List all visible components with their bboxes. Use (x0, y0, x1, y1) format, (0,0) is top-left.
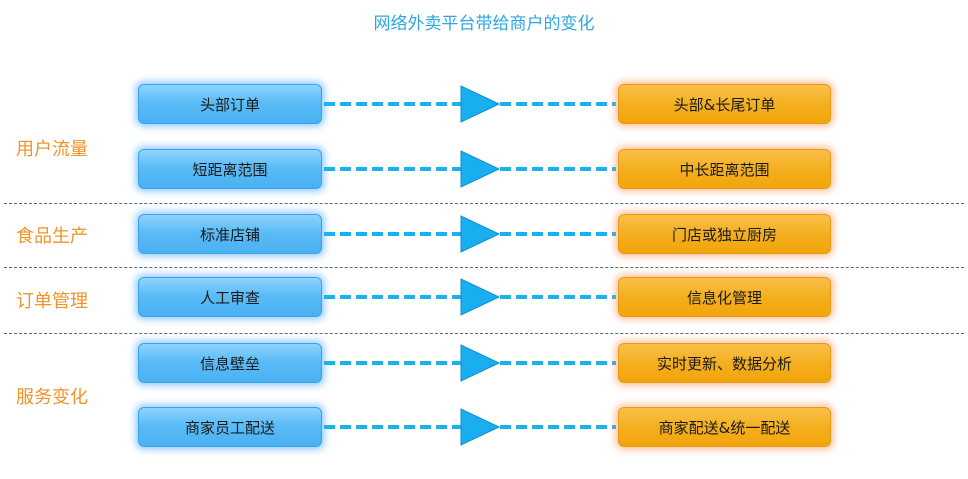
from-box: 短距离范围 (138, 149, 322, 189)
category-user-traffic: 用户流量 (16, 139, 88, 160)
to-box: 中长距离范围 (618, 149, 831, 189)
from-box: 商家员工配送 (138, 407, 322, 447)
to-box: 头部&长尾订单 (618, 84, 831, 124)
to-box: 门店或独立厨房 (618, 214, 831, 254)
to-box: 实时更新、数据分析 (618, 343, 831, 383)
section-divider (4, 267, 964, 268)
arrow-connector (324, 85, 616, 123)
arrow-connector (324, 408, 616, 446)
arrow-connector (324, 278, 616, 316)
category-food-production: 食品生产 (16, 226, 88, 247)
from-box: 人工审查 (138, 277, 322, 317)
to-box: 信息化管理 (618, 277, 831, 317)
section-divider (4, 203, 964, 204)
diagram-title: 网络外卖平台带给商户的变化 (373, 14, 595, 34)
category-order-management: 订单管理 (16, 291, 88, 312)
from-box: 信息壁垒 (138, 343, 322, 383)
to-box: 商家配送&统一配送 (618, 407, 831, 447)
category-service-change: 服务变化 (16, 387, 88, 408)
from-box: 标准店铺 (138, 214, 322, 254)
arrow-connector (324, 215, 616, 253)
arrow-connector (324, 344, 616, 382)
section-divider (4, 333, 964, 334)
arrow-connector (324, 150, 616, 188)
from-box: 头部订单 (138, 84, 322, 124)
